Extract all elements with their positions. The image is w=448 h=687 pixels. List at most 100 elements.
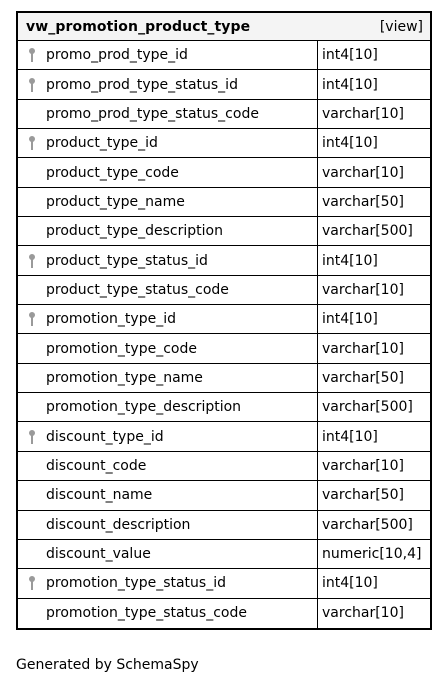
column-row: product_type_id int4[10] — [18, 129, 430, 159]
column-name[interactable]: promotion_type_description — [46, 399, 242, 416]
column-name-cell: promotion_type_id — [18, 305, 318, 334]
column-type: int4[10] — [322, 252, 378, 269]
column-name[interactable]: product_type_status_id — [46, 252, 208, 269]
column-type: int4[10] — [322, 76, 378, 93]
column-row: discount_name varchar[50] — [18, 481, 430, 511]
column-row: product_type_code varchar[10] — [18, 158, 430, 188]
column-row: product_type_status_code varchar[10] — [18, 275, 430, 306]
column-name-cell: promotion_type_status_id — [18, 569, 318, 598]
column-row: promo_prod_type_id int4[10] — [18, 41, 430, 71]
column-type: varchar[10] — [322, 281, 404, 298]
key-slot — [18, 41, 46, 69]
column-name-cell: discount_description — [18, 510, 318, 539]
key-slot — [18, 100, 46, 128]
column-name-cell: product_type_status_id — [18, 246, 318, 275]
key-slot — [18, 276, 46, 304]
key-slot — [18, 599, 46, 628]
column-type: varchar[10] — [322, 105, 404, 122]
column-name[interactable]: promotion_type_status_id — [46, 575, 226, 592]
entity-name[interactable]: vw_promotion_product_type — [26, 18, 251, 35]
key-slot — [18, 540, 46, 568]
column-type: varchar[10] — [322, 605, 404, 622]
column-name-cell: product_type_description — [18, 217, 318, 246]
entity-header: vw_promotion_product_type [view] — [18, 13, 430, 41]
column-type: varchar[10] — [322, 457, 404, 474]
column-name[interactable]: product_type_status_code — [46, 281, 229, 298]
column-type: varchar[50] — [322, 193, 404, 210]
column-name[interactable]: promotion_type_name — [46, 369, 203, 386]
key-slot — [18, 334, 46, 362]
column-name-cell: product_type_code — [18, 158, 318, 187]
column-name-cell: promo_prod_type_status_id — [18, 70, 318, 99]
column-type: int4[10] — [322, 47, 378, 64]
column-name[interactable]: product_type_description — [46, 223, 223, 240]
column-name-cell: promo_prod_type_status_code — [18, 99, 318, 129]
key-slot — [18, 246, 46, 274]
column-type: varchar[500] — [322, 399, 413, 416]
column-name-cell: promotion_type_status_code — [18, 598, 318, 628]
key-icon — [29, 576, 35, 591]
column-row: promo_prod_type_status_id int4[10] — [18, 70, 430, 100]
key-slot — [18, 129, 46, 157]
column-name[interactable]: promotion_type_id — [46, 311, 176, 328]
column-type: numeric[10,4] — [322, 546, 422, 563]
key-slot — [18, 511, 46, 539]
column-name[interactable]: product_type_code — [46, 164, 179, 181]
column-name[interactable]: discount_code — [46, 457, 147, 474]
key-icon — [29, 48, 35, 63]
generated-by-footer: Generated by SchemaSpy — [16, 657, 199, 673]
column-name[interactable]: promotion_type_code — [46, 340, 197, 357]
column-row: promotion_type_description varchar[500] — [18, 393, 430, 423]
column-name[interactable]: promo_prod_type_status_code — [46, 105, 259, 122]
column-name[interactable]: discount_description — [46, 516, 191, 533]
key-slot — [18, 393, 46, 421]
column-name[interactable]: discount_name — [46, 487, 153, 504]
column-row: promo_prod_type_status_code varchar[10] — [18, 99, 430, 130]
key-slot — [18, 569, 46, 597]
key-slot — [18, 305, 46, 333]
column-type: int4[10] — [322, 311, 378, 328]
column-name[interactable]: promo_prod_type_id — [46, 47, 188, 64]
column-type: varchar[50] — [322, 369, 404, 386]
key-slot — [18, 217, 46, 245]
column-row: promotion_type_status_code varchar[10] — [18, 598, 430, 628]
column-name-cell: promotion_type_name — [18, 363, 318, 393]
column-type: varchar[10] — [322, 164, 404, 181]
key-icon — [29, 253, 35, 268]
key-slot — [18, 70, 46, 98]
column-name-cell: discount_code — [18, 451, 318, 481]
column-name[interactable]: product_type_id — [46, 135, 158, 152]
column-name-cell: discount_name — [18, 481, 318, 510]
column-name[interactable]: promo_prod_type_status_id — [46, 76, 238, 93]
column-name[interactable]: discount_value — [46, 546, 151, 563]
entity-kind-label: [view] — [379, 18, 423, 35]
column-row: product_type_name varchar[50] — [18, 187, 430, 218]
column-name[interactable]: promotion_type_status_code — [46, 605, 247, 622]
column-type: int4[10] — [322, 135, 378, 152]
column-name-cell: promotion_type_code — [18, 334, 318, 363]
column-name-cell: product_type_status_code — [18, 275, 318, 305]
column-name-cell: promotion_type_description — [18, 393, 318, 422]
key-icon — [29, 429, 35, 444]
column-name-cell: discount_type_id — [18, 422, 318, 451]
column-row: promotion_type_name varchar[50] — [18, 363, 430, 394]
column-type: varchar[50] — [322, 487, 404, 504]
column-row: discount_type_id int4[10] — [18, 422, 430, 452]
entity-table: vw_promotion_product_type [view] promo_p… — [16, 11, 432, 630]
column-row: discount_code varchar[10] — [18, 451, 430, 482]
column-type: int4[10] — [322, 575, 378, 592]
column-name[interactable]: product_type_name — [46, 193, 185, 210]
key-slot — [18, 188, 46, 216]
column-row: discount_value numeric[10,4] — [18, 539, 430, 570]
column-name-cell: product_type_name — [18, 187, 318, 217]
column-row: promotion_type_status_id int4[10] — [18, 569, 430, 599]
key-icon — [29, 312, 35, 327]
column-name-cell: promo_prod_type_id — [18, 41, 318, 70]
key-slot — [18, 364, 46, 392]
column-name[interactable]: discount_type_id — [46, 428, 164, 445]
column-type: int4[10] — [322, 428, 378, 445]
